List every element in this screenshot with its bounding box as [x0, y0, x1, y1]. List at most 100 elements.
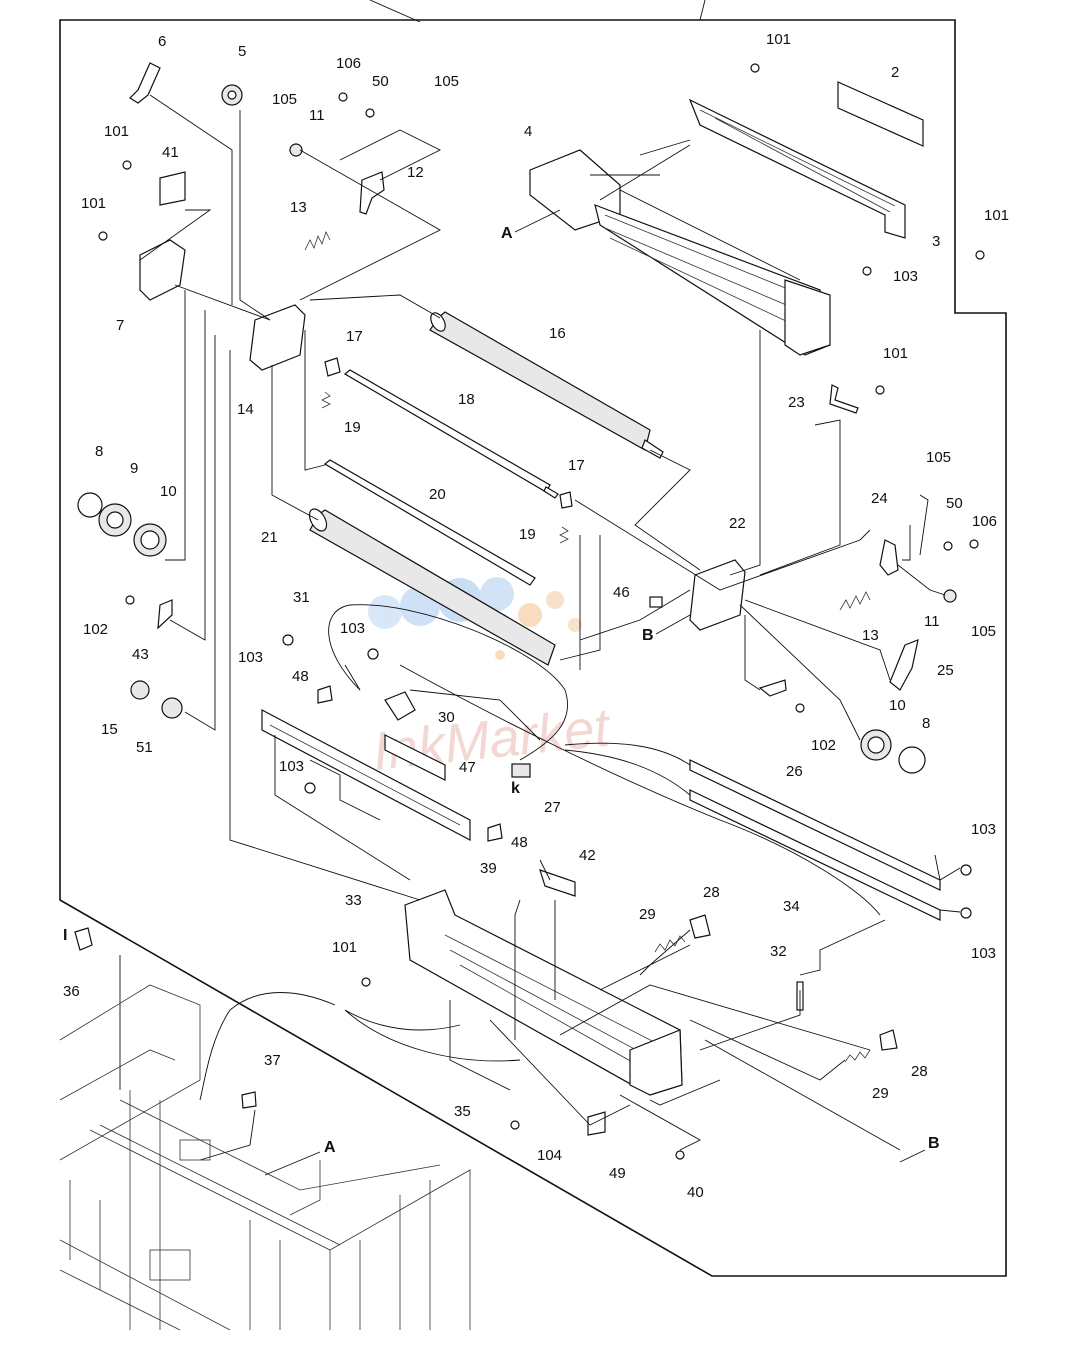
label-47: 47: [459, 759, 476, 776]
label-39: 39: [480, 860, 497, 877]
label-17a: 17: [346, 328, 363, 345]
label-51: 51: [136, 739, 153, 756]
label-10b: 10: [889, 697, 906, 714]
part-12-clip: [359, 171, 385, 215]
label-29b: 29: [872, 1085, 889, 1102]
part-29b-spring: [844, 1049, 871, 1063]
part-25-lever: [889, 639, 919, 691]
leader-lines: [119, 94, 961, 1161]
part-30-connector: [384, 691, 416, 721]
part-23-bracket: [829, 384, 859, 414]
part-8b-snap-ring: [898, 746, 926, 774]
part-number-labels: 6 5 106 50 105 105 11 12 101 41 13 101 7…: [63, 31, 1009, 1201]
label-103d: 103: [279, 758, 304, 775]
part-33-lower-guide-frame: [404, 889, 683, 1096]
label-101c: 101: [766, 31, 791, 48]
part-4-upper-guide-unit: [529, 149, 831, 356]
label-8a: 8: [95, 443, 103, 460]
label-21: 21: [261, 529, 278, 546]
part-48b-clip: [487, 823, 503, 842]
label-34: 34: [783, 898, 800, 915]
label-9: 9: [130, 460, 138, 477]
label-48a: 48: [292, 668, 309, 685]
part-34-cable: [399, 664, 881, 916]
label-19a: 19: [344, 419, 361, 436]
label-40: 40: [687, 1184, 704, 1201]
label-22: 22: [729, 515, 746, 532]
label-102b: 102: [811, 737, 836, 754]
label-19b: 19: [519, 526, 536, 543]
machine-frame: [59, 984, 471, 1331]
label-8b: 8: [922, 715, 930, 732]
label-103b: 103: [340, 620, 365, 637]
part-35-harness: [199, 992, 521, 1101]
label-103a: 103: [893, 268, 918, 285]
part-15-gear: [130, 680, 150, 700]
screw-icons: [98, 63, 985, 1160]
label-25: 25: [937, 662, 954, 679]
label-6: 6: [158, 33, 166, 50]
label-28a: 28: [703, 884, 720, 901]
part-51-gear: [161, 697, 183, 719]
part-22-side-frame: [689, 559, 746, 631]
label-103f: 103: [971, 945, 996, 962]
ref-B-mid: B: [642, 627, 654, 644]
part-28b-bracket: [879, 1029, 898, 1051]
part-31-cable: [328, 604, 569, 761]
part-13-spring: [304, 230, 331, 251]
label-10a: 10: [160, 483, 177, 500]
part-18-shaft: [343, 369, 559, 499]
label-14: 14: [237, 401, 254, 418]
label-28b: 28: [911, 1063, 928, 1080]
part-42-bracket: [539, 869, 576, 897]
label-43: 43: [132, 646, 149, 663]
label-48b: 48: [511, 834, 528, 851]
part-14-side-frame: [249, 304, 306, 371]
label-18: 18: [458, 391, 475, 408]
label-7: 7: [116, 317, 124, 334]
ref-k: k: [511, 780, 520, 797]
part-2-label-plate: [837, 81, 924, 147]
label-17b: 17: [568, 457, 585, 474]
label-13a: 13: [290, 199, 307, 216]
label-106b: 106: [972, 513, 997, 530]
diagram-frame: [59, 19, 1007, 1277]
label-41: 41: [162, 144, 179, 161]
part-20-rod: [323, 459, 536, 586]
label-37: 37: [264, 1052, 281, 1069]
part-102-bracket: [758, 679, 787, 697]
label-11b: 11: [924, 613, 940, 630]
part-29-spring: [654, 935, 686, 953]
part-37-clip: [241, 1091, 257, 1109]
label-106a: 106: [336, 55, 361, 72]
part-26-rails: [564, 742, 941, 921]
part-19b-spring: [559, 526, 569, 544]
part-3-guide: [688, 98, 906, 239]
label-101a: 101: [104, 123, 129, 140]
label-50a: 50: [372, 73, 389, 90]
label-15: 15: [101, 721, 118, 738]
label-16: 16: [549, 325, 566, 342]
label-12: 12: [407, 164, 424, 181]
label-102a: 102: [83, 621, 108, 638]
label-13b: 13: [862, 627, 879, 644]
label-101d: 101: [984, 207, 1009, 224]
part-17b-bearing: [559, 491, 573, 509]
part-6-lever: [129, 62, 161, 104]
part-41-bracket: [159, 171, 186, 206]
part-43-clip: [157, 599, 173, 630]
label-105b: 105: [272, 91, 297, 108]
label-49: 49: [609, 1165, 626, 1182]
reference-markers: A B k I A B: [63, 209, 940, 1176]
part-11b-bushing: [943, 589, 957, 603]
label-42: 42: [579, 847, 596, 864]
label-29a: 29: [639, 906, 656, 923]
label-31: 31: [293, 589, 310, 606]
label-101b: 101: [81, 195, 106, 212]
part-13b-spring: [839, 591, 871, 611]
label-26: 26: [786, 763, 803, 780]
part-47-bracket: [384, 734, 446, 781]
label-33: 33: [345, 892, 362, 909]
part-17-bearing: [324, 357, 341, 377]
